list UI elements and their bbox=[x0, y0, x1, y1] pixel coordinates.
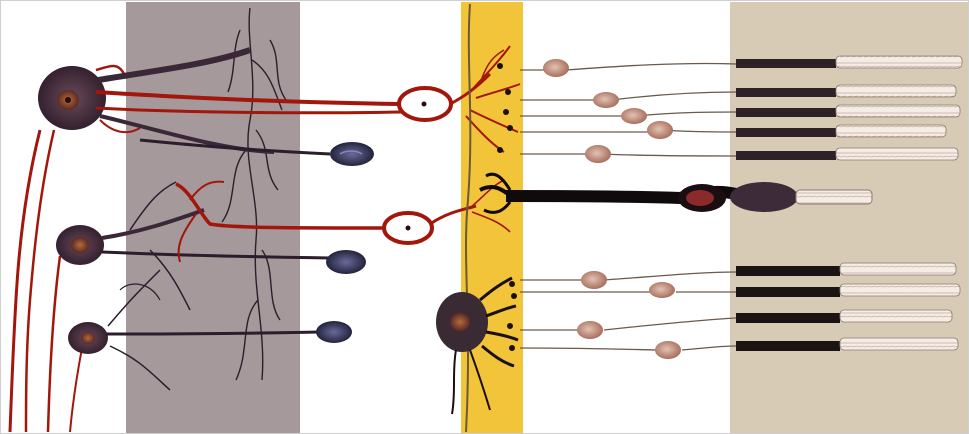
rod-nuclei-lower bbox=[577, 271, 681, 359]
rod-nuclei-upper bbox=[543, 59, 673, 163]
ganglion-layer-band bbox=[126, 2, 300, 434]
rod-cells-lower bbox=[520, 272, 736, 350]
